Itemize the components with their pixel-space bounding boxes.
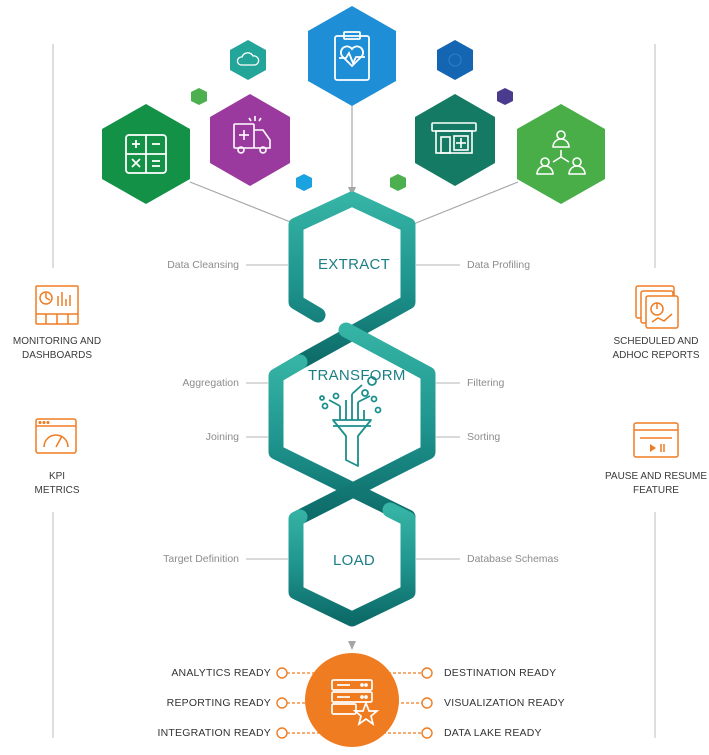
cloud-icon: [230, 40, 266, 80]
calculator-icon: [102, 104, 190, 204]
funnel-icon: [319, 376, 382, 467]
label-aggregation: Aggregation: [182, 377, 239, 389]
label-joining: Joining: [205, 431, 239, 443]
decorative-dots: [191, 88, 513, 191]
label-target-definition: Target Definition: [163, 553, 239, 565]
feature-scheduled-reports: SCHEDULED AND ADHOC REPORTS: [612, 336, 700, 361]
ambulance-icon: [210, 94, 290, 186]
globe-icon: [437, 40, 473, 80]
output-destination-ready: DESTINATION READY: [444, 667, 557, 679]
report-icon: [635, 285, 679, 329]
output-visualization-ready: VISUALIZATION READY: [444, 697, 565, 709]
medical-clipboard-icon: [308, 6, 396, 106]
dashboard-icon: [35, 285, 79, 325]
output-analytics-ready: ANALYTICS READY: [171, 667, 271, 679]
output-data-lake-ready: DATA LAKE READY: [444, 727, 542, 739]
stage-extract-title: EXTRACT: [318, 256, 391, 273]
label-database-schemas: Database Schemas: [467, 553, 559, 565]
network-people-icon: [517, 104, 605, 204]
feature-monitoring-dashboards: MONITORING AND DASHBOARDS: [12, 336, 102, 361]
media-player-icon: [633, 422, 679, 458]
database-star-icon: [305, 653, 399, 747]
label-data-profiling: Data Profiling: [467, 259, 531, 271]
feature-kpi-metrics: KPI METRICS: [34, 471, 80, 496]
label-filtering: Filtering: [467, 377, 505, 389]
stage-load-title: LOAD: [333, 552, 376, 569]
pipeline-helix: [268, 191, 436, 627]
feature-pause-resume: PAUSE AND RESUME FEATURE: [604, 471, 708, 496]
hospital-icon: [415, 94, 495, 186]
gauge-icon: [35, 418, 77, 454]
output-rings: [276, 667, 433, 739]
stage-label-lines: [246, 264, 460, 560]
output-integration-ready: INTEGRATION READY: [157, 727, 271, 739]
label-data-cleansing: Data Cleansing: [167, 259, 239, 271]
output-reporting-ready: REPORTING READY: [166, 697, 271, 709]
label-sorting: Sorting: [467, 431, 501, 443]
stage-transform-title: TRANSFORM: [308, 367, 406, 384]
